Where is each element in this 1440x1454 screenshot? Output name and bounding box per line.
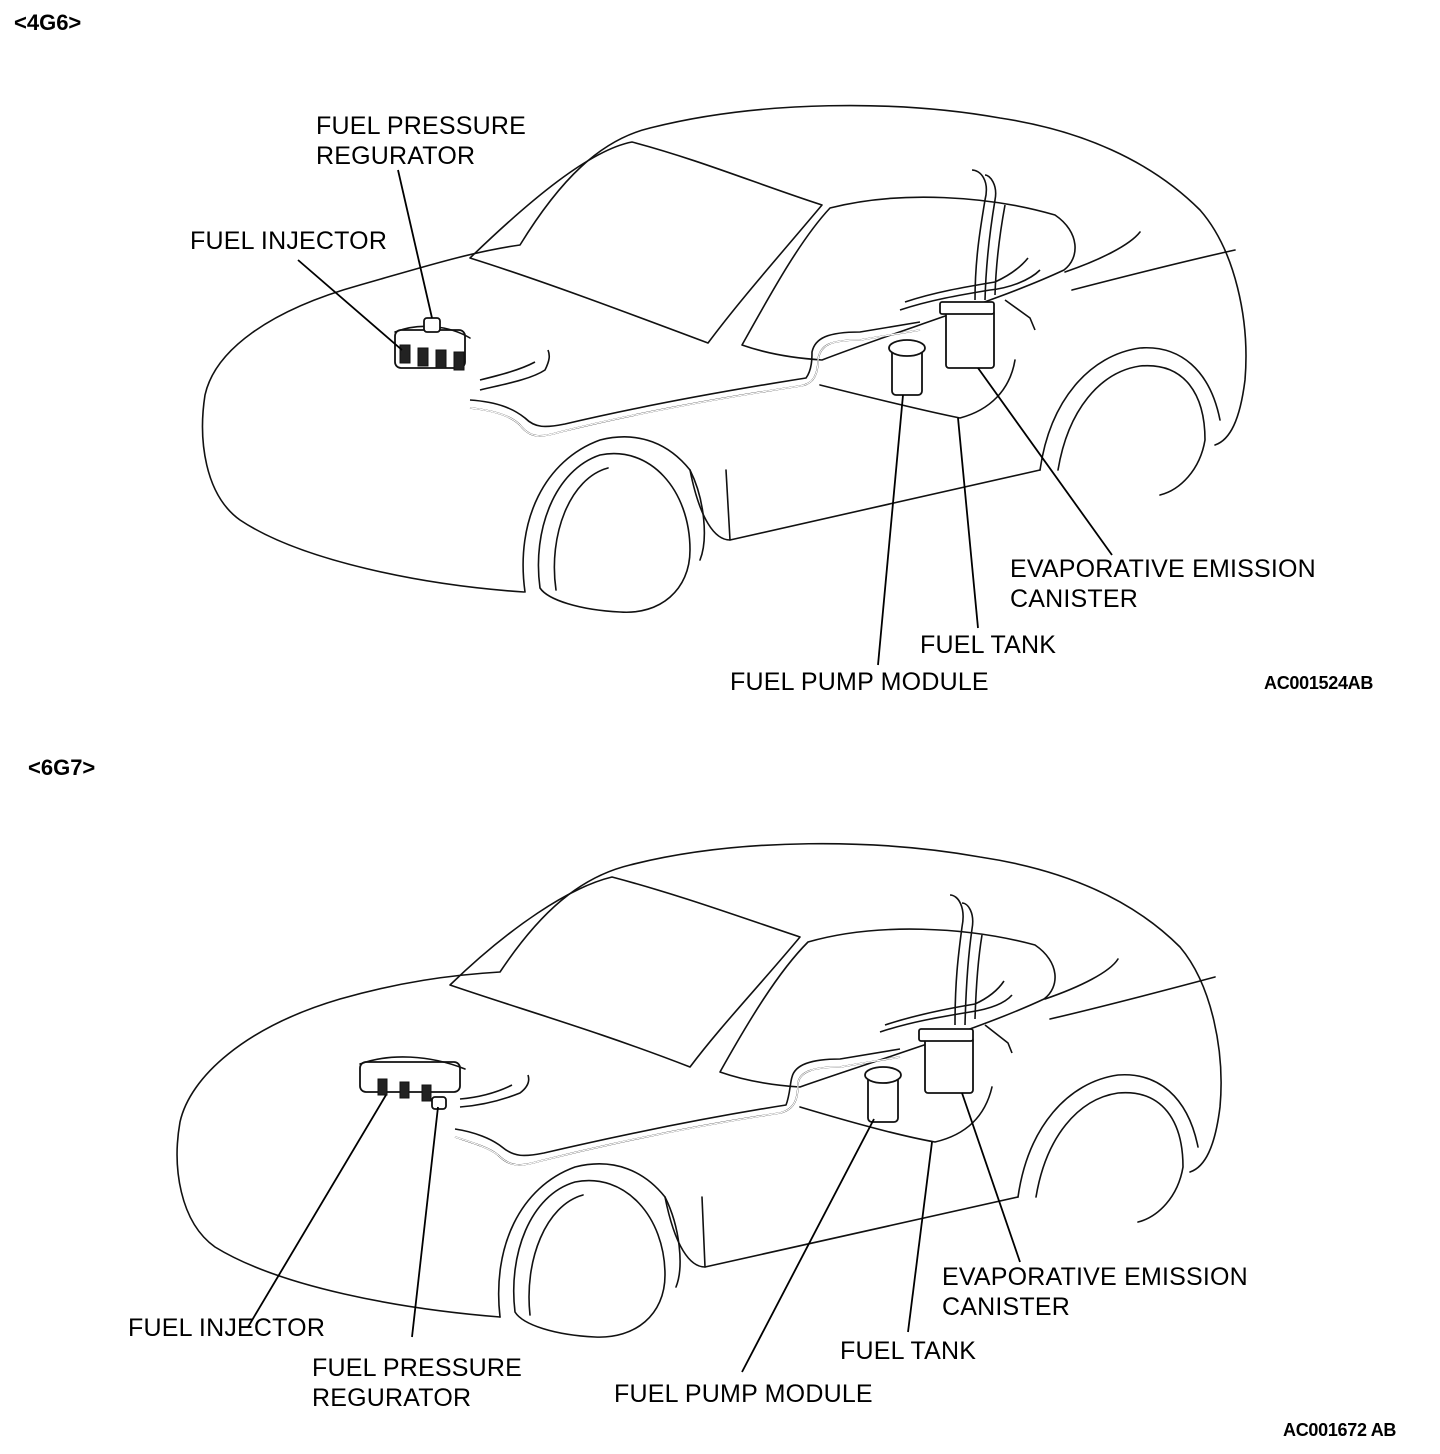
label-fuel-tank: FUEL TANK (920, 631, 1057, 659)
label-fuel-pressure-regulator: FUEL PRESSURE REGURATOR (316, 111, 526, 171)
car-body-outline (176, 842, 1222, 1338)
label-line: EVAPORATIVE EMISSION (1010, 555, 1316, 583)
fuel-lines (469, 169, 1041, 437)
car-fuel-system-illustration-4g6 (201, 104, 1247, 666)
car-fuel-system-illustration-6g7 (176, 842, 1222, 1373)
fuel-pressure-regulator-part (423, 317, 441, 333)
diagram-4g6: <4G6> FUEL PRESSURE REGURATOR FUEL INJEC… (14, 10, 1374, 696)
label-evaporative-emission-canister: EVAPORATIVE EMISSION CANISTER (942, 1262, 1248, 1322)
fuel-injector-rail (359, 1056, 466, 1102)
label-fuel-injector: FUEL INJECTOR (128, 1314, 326, 1342)
leader-lines (297, 169, 1113, 666)
label-line: CANISTER (1010, 585, 1139, 613)
label-fuel-pump-module: FUEL PUMP MODULE (730, 668, 989, 696)
label-line: FUEL PRESSURE (316, 112, 527, 140)
label-line: CANISTER (942, 1293, 1071, 1321)
evap-canister-part (939, 301, 995, 369)
label-fuel-injector: FUEL INJECTOR (190, 227, 388, 255)
label-line: EVAPORATIVE EMISSION (942, 1263, 1248, 1291)
label-evaporative-emission-canister: EVAPORATIVE EMISSION CANISTER (1010, 554, 1316, 614)
figure-code: AC001672 AB (1283, 1420, 1397, 1440)
car-body-outline (201, 104, 1247, 613)
fuel-pressure-regulator-part (431, 1096, 447, 1110)
label-fuel-pressure-regulator: FUEL PRESSURE REGURATOR (312, 1353, 522, 1413)
figure-code: AC001524AB (1264, 673, 1374, 693)
label-fuel-pump-module: FUEL PUMP MODULE (614, 1380, 873, 1408)
fuel-pump-module-part (888, 339, 926, 396)
label-line: FUEL PRESSURE (312, 1354, 523, 1382)
evap-canister-part (918, 1028, 974, 1094)
label-line: REGURATOR (312, 1384, 472, 1412)
fuel-pump-module-part (864, 1066, 902, 1123)
engine-tag: <6G7> (28, 755, 96, 780)
leader-lines (247, 1092, 1021, 1373)
label-fuel-tank: FUEL TANK (840, 1337, 977, 1365)
diagram-6g7: <6G7> FUEL INJECTOR FUEL PRESSURE REGURA… (0, 727, 1440, 1454)
label-line: REGURATOR (316, 142, 476, 170)
fuel-lines (454, 894, 1013, 1166)
engine-tag: <4G6> (14, 10, 82, 35)
